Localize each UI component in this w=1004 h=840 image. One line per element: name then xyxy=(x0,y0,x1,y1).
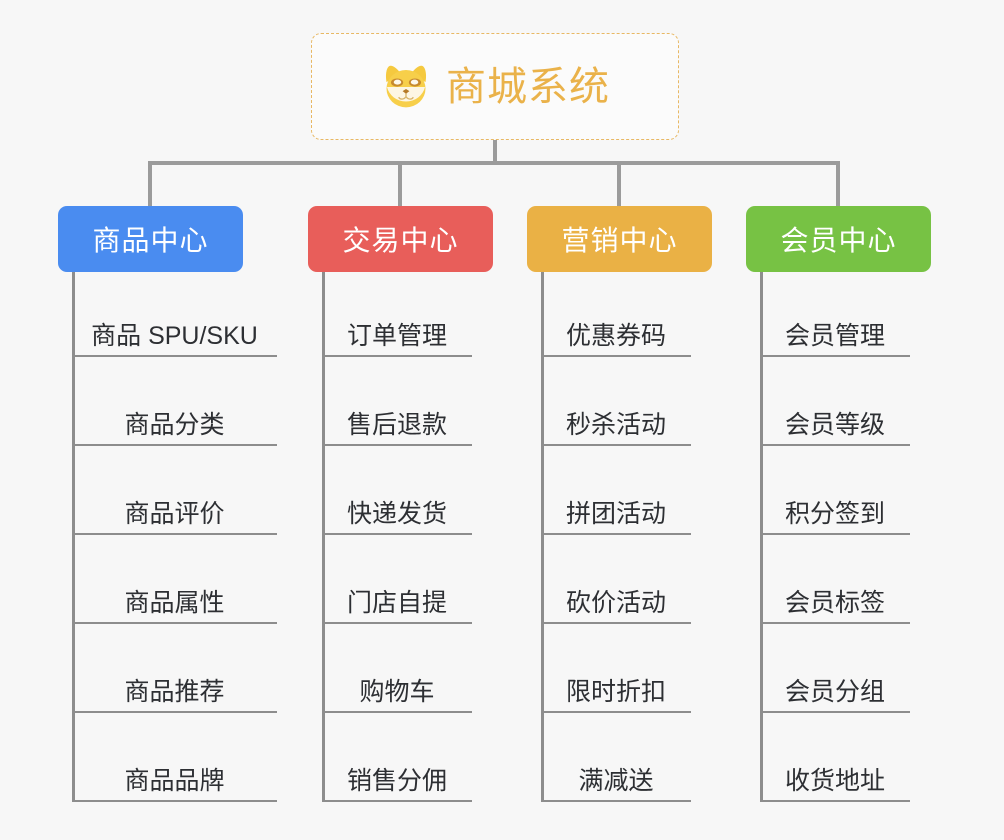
column-header-label: 会员中心 xyxy=(780,225,897,256)
leaf-item[interactable]: 积分签到 xyxy=(760,491,910,535)
leaf-item-label: 砍价活动 xyxy=(565,589,666,618)
leaf-item[interactable]: 会员管理 xyxy=(760,313,910,357)
leaf-item-label: 销售分佣 xyxy=(346,767,447,796)
column-header-marketing-center[interactable]: 营销中心 xyxy=(527,206,712,272)
leaf-item[interactable]: 满减送 xyxy=(541,758,691,802)
leaf-item[interactable]: 商品属性 xyxy=(72,580,277,624)
column-member-center: 会员中心会员管理会员等级积分签到会员标签会员分组收货地址 xyxy=(746,206,931,840)
leaf-item[interactable]: 会员分组 xyxy=(760,669,910,713)
connector-drop-product-center xyxy=(148,161,152,208)
column-header-label: 商品中心 xyxy=(92,225,209,256)
column-header-member-center[interactable]: 会员中心 xyxy=(746,206,931,272)
connector-drop-trade-center xyxy=(398,161,402,208)
leaf-item[interactable]: 会员标签 xyxy=(760,580,910,624)
leaf-item[interactable]: 订单管理 xyxy=(322,313,472,357)
leaf-item[interactable]: 限时折扣 xyxy=(541,669,691,713)
leaf-item-label: 门店自提 xyxy=(346,589,447,618)
leaf-item-label: 秒杀活动 xyxy=(565,411,666,440)
leaf-item-label: 拼团活动 xyxy=(565,500,666,529)
leaf-item[interactable]: 砍价活动 xyxy=(541,580,691,624)
leaf-item-label: 商品属性 xyxy=(124,589,225,618)
leaf-item[interactable]: 会员等级 xyxy=(760,402,910,446)
column-header-product-center[interactable]: 商品中心 xyxy=(58,206,243,272)
leaf-item-label: 积分签到 xyxy=(784,500,885,529)
leaf-item-label: 会员标签 xyxy=(784,589,885,618)
column-header-trade-center[interactable]: 交易中心 xyxy=(308,206,493,272)
leaf-item[interactable]: 商品评价 xyxy=(72,491,277,535)
leaf-item-label: 优惠券码 xyxy=(565,322,666,351)
connector-drop-marketing-center xyxy=(617,161,621,208)
leaf-item-label: 商品品牌 xyxy=(124,767,225,796)
leaf-item[interactable]: 秒杀活动 xyxy=(541,402,691,446)
leaf-item[interactable]: 快递发货 xyxy=(322,491,472,535)
leaf-item-label: 商品推荐 xyxy=(124,678,225,707)
leaf-item-label: 商品 SPU/SKU xyxy=(91,322,258,351)
leaf-item-label: 限时折扣 xyxy=(565,678,666,707)
leaf-item-label: 订单管理 xyxy=(346,322,447,351)
column-header-label: 交易中心 xyxy=(342,225,459,256)
leaf-item-label: 快递发货 xyxy=(346,500,447,529)
column-header-label: 营销中心 xyxy=(561,225,678,256)
leaf-item[interactable]: 优惠券码 xyxy=(541,313,691,357)
leaf-item-label: 会员管理 xyxy=(784,322,885,351)
leaf-item-label: 商品评价 xyxy=(124,500,225,529)
column-trunk-member-center xyxy=(760,272,763,802)
leaf-item-label: 购物车 xyxy=(359,678,435,707)
leaf-item[interactable]: 商品推荐 xyxy=(72,669,277,713)
leaf-item-label: 会员分组 xyxy=(784,678,885,707)
leaf-item[interactable]: 商品品牌 xyxy=(72,758,277,802)
dog-face-icon xyxy=(385,65,427,107)
connector-bus xyxy=(148,161,840,165)
leaf-item-label: 满减送 xyxy=(578,767,654,796)
leaf-item[interactable]: 商品分类 xyxy=(72,402,277,446)
leaf-item-label: 会员等级 xyxy=(784,411,885,440)
leaf-item-label: 商品分类 xyxy=(124,411,225,440)
leaf-item[interactable]: 销售分佣 xyxy=(322,758,472,802)
column-marketing-center: 营销中心优惠券码秒杀活动拼团活动砍价活动限时折扣满减送 xyxy=(527,206,712,840)
leaf-item[interactable]: 商品 SPU/SKU xyxy=(72,313,277,357)
column-trunk-product-center xyxy=(72,272,75,802)
column-trade-center: 交易中心订单管理售后退款快递发货门店自提购物车销售分佣 xyxy=(308,206,493,840)
leaf-item-label: 收货地址 xyxy=(784,767,885,796)
root-title: 商城系统 xyxy=(446,64,610,109)
column-trunk-marketing-center xyxy=(541,272,544,802)
column-trunk-trade-center xyxy=(322,272,325,802)
connector-root-stem xyxy=(493,140,497,165)
leaf-item[interactable]: 收货地址 xyxy=(760,758,910,802)
leaf-item[interactable]: 购物车 xyxy=(322,669,472,713)
column-product-center: 商品中心商品 SPU/SKU 商品分类商品评价商品属性商品推荐商品品牌 xyxy=(58,206,283,840)
leaf-item-label: 售后退款 xyxy=(346,411,447,440)
root-node[interactable]: 商城系统 xyxy=(311,33,679,140)
leaf-item[interactable]: 门店自提 xyxy=(322,580,472,624)
leaf-item[interactable]: 拼团活动 xyxy=(541,491,691,535)
connector-drop-member-center xyxy=(836,161,840,208)
leaf-item[interactable]: 售后退款 xyxy=(322,402,472,446)
